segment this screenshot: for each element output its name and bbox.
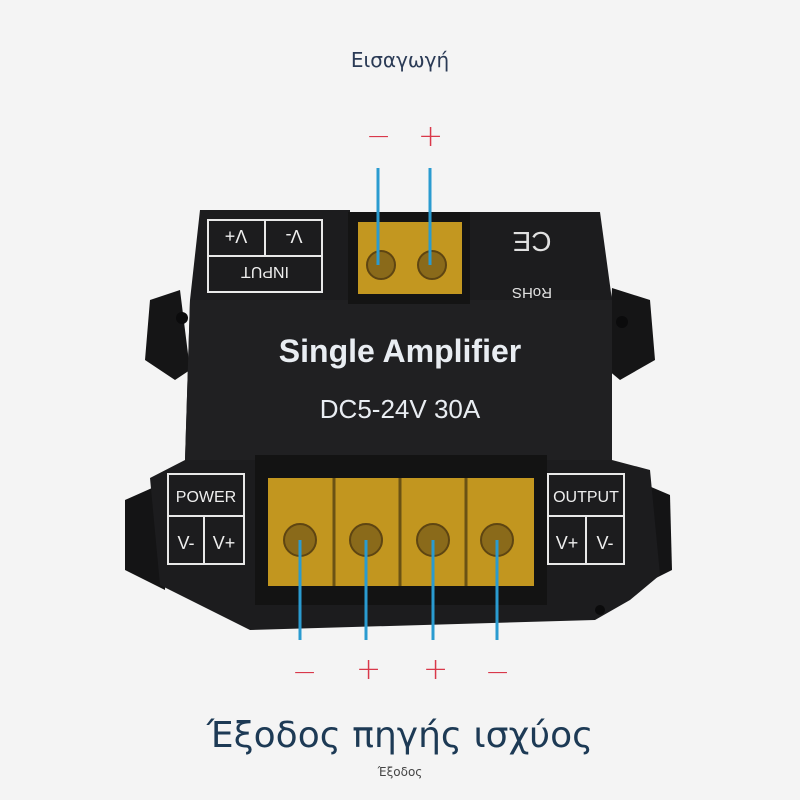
input-screw-2 bbox=[417, 250, 447, 280]
output-sign-3: + bbox=[423, 652, 449, 687]
ce-mark: CE bbox=[513, 226, 552, 257]
left-upper-flange bbox=[145, 290, 190, 380]
body-top-face bbox=[185, 300, 612, 460]
mount-hole-left bbox=[176, 312, 188, 324]
output-sign-2: + bbox=[356, 652, 382, 687]
output-panel-left: V+ bbox=[556, 533, 579, 553]
input-panel-right: V+ bbox=[225, 226, 248, 246]
output-caption-title: Έξοδος πηγής ισχύος bbox=[206, 715, 594, 756]
input-caption: Εισαγωγή bbox=[350, 48, 450, 72]
input-panel-title: INPUT bbox=[241, 263, 289, 280]
output-panel-title: OUTPUT bbox=[553, 489, 619, 506]
output-sign-4: − bbox=[485, 655, 511, 690]
output-panel-right: V- bbox=[596, 533, 613, 553]
mount-hole-bottom-right bbox=[595, 605, 605, 615]
input-panel-left: V- bbox=[285, 226, 302, 246]
right-upper-flange bbox=[608, 288, 655, 380]
rohs-mark: RoHS bbox=[512, 284, 552, 301]
power-panel-right: V+ bbox=[213, 533, 236, 553]
power-panel-title: POWER bbox=[176, 489, 236, 506]
mount-hole-right bbox=[616, 316, 628, 328]
device-rating: DC5-24V 30A bbox=[320, 394, 481, 424]
input-minus-sign: − bbox=[366, 119, 392, 154]
input-screw-1 bbox=[366, 250, 396, 280]
power-panel-frame bbox=[167, 473, 245, 565]
device-name: Single Amplifier bbox=[279, 333, 521, 369]
input-plus-sign: + bbox=[418, 119, 444, 154]
power-panel-left: V- bbox=[177, 533, 194, 553]
output-caption-sub: Έξοδος bbox=[377, 765, 423, 779]
output-sign-1: − bbox=[292, 655, 318, 690]
